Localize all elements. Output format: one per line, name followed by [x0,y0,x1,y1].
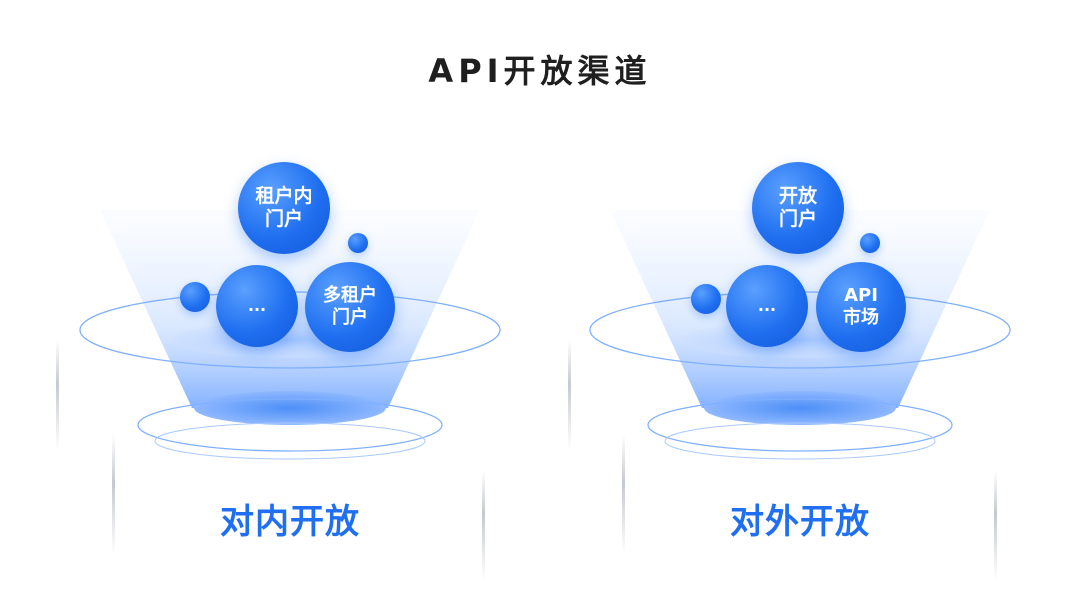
channel-panel-internal: 租户内 门户 ... 多租户 门户 对内开放 [40,150,540,590]
pillar-decoration [994,470,997,580]
bubble-label: ... [757,296,777,316]
dot-decoration [180,282,210,312]
dot-decoration [860,233,880,253]
pillar-decoration [482,470,485,580]
bubble-label: ... [247,296,267,316]
dot-decoration [691,284,721,314]
bubble-more: ... [216,265,298,347]
pillar-decoration [622,435,625,555]
bubble-multitenant-portal: 多租户 门户 [305,262,395,352]
bubble-label: 租户内 门户 [255,184,313,230]
pillar-decoration [56,340,59,450]
bubble-open-portal: 开放 门户 [752,162,844,254]
bubble-api-market: API 市场 [816,262,906,352]
bubble-tenant-portal: 租户内 门户 [238,162,330,254]
bubble-label: API 市场 [843,285,879,328]
channel-panel-external: 开放 门户 ... API 市场 对外开放 [550,150,1050,590]
bubble-label: 多租户 门户 [323,285,377,328]
dot-decoration [348,233,368,253]
pillar-decoration [112,435,115,555]
page-title: API开放渠道 [428,52,652,90]
pillar-decoration [568,340,571,450]
channel-label-internal: 对内开放 [220,502,360,542]
channel-label-external: 对外开放 [730,502,870,542]
bubble-label: 开放 门户 [778,184,817,230]
bubble-more: ... [726,265,808,347]
